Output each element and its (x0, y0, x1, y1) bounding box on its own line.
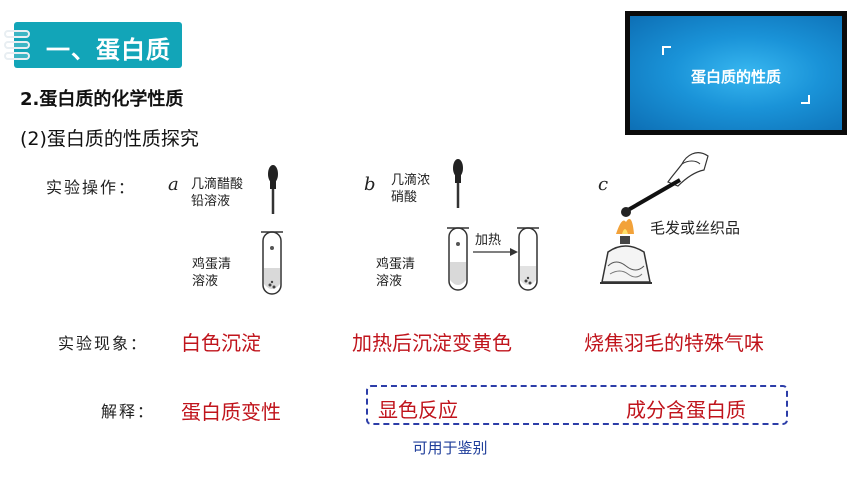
corner-bracket-icon (801, 95, 810, 104)
section-tab: 一、蛋白质 (4, 22, 182, 68)
experiment-c-letter: c (598, 174, 609, 195)
explanation-b-right: 成分含蛋白质 (626, 398, 746, 422)
experiment-b-reagent: 几滴浓 硝酸 (391, 173, 431, 205)
explanation-label: 解释： (101, 402, 156, 421)
dropper-tubes-b-icon (447, 159, 539, 291)
experiment-a-reagent: 几滴醋酸 铅溶液 (191, 177, 244, 209)
operation-label: 实验操作： (46, 178, 137, 197)
video-frame: 蛋白质的性质 (630, 16, 842, 130)
phenomenon-label: 实验现象： (58, 334, 149, 353)
explanation-b-box (366, 385, 788, 425)
experiment-b-sample: 鸡蛋清 溶液 (376, 257, 416, 289)
explanation-a: 蛋白质变性 (181, 400, 281, 424)
explanation-b-left: 显色反应 (378, 398, 458, 422)
binder-rings-icon (4, 28, 30, 62)
heat-arrow-label: 加热 (475, 233, 502, 248)
phenomenon-c: 烧焦羽毛的特殊气味 (584, 331, 764, 355)
dropper-tube-a-icon (261, 165, 283, 295)
burning-hair-lamp-icon (600, 152, 709, 284)
experiment-a-letter: a (168, 174, 179, 195)
video-thumbnail[interactable]: 蛋白质的性质 (625, 11, 847, 135)
experiment-b-letter: b (364, 174, 376, 195)
corner-bracket-icon (662, 46, 671, 55)
section-tab-title: 一、蛋白质 (46, 36, 171, 64)
phenomenon-a: 白色沉淀 (181, 331, 261, 355)
video-caption: 蛋白质的性质 (690, 68, 781, 86)
section-title: 2.蛋白质的化学性质 (20, 89, 184, 110)
identification-note: 可用于鉴别 (412, 439, 488, 457)
phenomenon-b: 加热后沉淀变黄色 (352, 331, 512, 355)
experiment-c-sample: 毛发或丝织品 (650, 219, 741, 237)
section-subtitle: (2)蛋白质的性质探究 (20, 128, 199, 150)
experiment-a-sample: 鸡蛋清 溶液 (192, 257, 232, 289)
